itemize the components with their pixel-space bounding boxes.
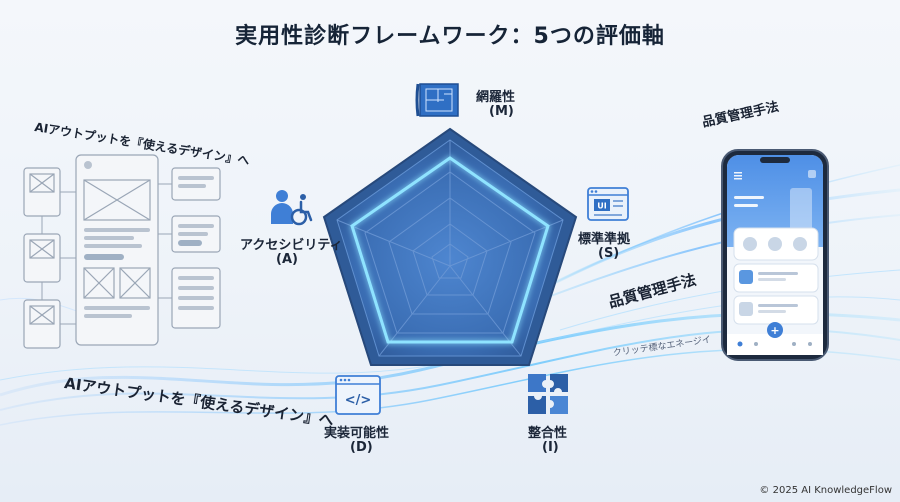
radar-chart bbox=[322, 127, 578, 366]
page-title: 実用性診断フレームワーク：5つの評価軸 bbox=[235, 24, 665, 49]
copyright: © 2025 AI KnowledgeFlow bbox=[759, 485, 892, 496]
axis-d-code: (D) bbox=[350, 440, 373, 455]
axis-m-code: (M) bbox=[489, 104, 514, 119]
axis-d: </> 実装可能性 (D) bbox=[318, 374, 408, 464]
axis-s-name: 標準準拠 bbox=[578, 232, 631, 247]
ui-window-icon: UI bbox=[587, 187, 629, 221]
axis-a-name: アクセシビリティ bbox=[240, 238, 343, 253]
axis-i-name: 整合性 bbox=[528, 426, 568, 441]
axis-m: 網羅性 (M) bbox=[414, 76, 554, 126]
smartphone-mockup: + bbox=[721, 149, 829, 361]
svg-text:+: + bbox=[770, 324, 779, 337]
svg-text:</>: </> bbox=[345, 393, 372, 408]
axis-a-code: (A) bbox=[276, 252, 298, 267]
blueprint-icon bbox=[415, 83, 459, 117]
axis-s: UI 標準準拠 (S) bbox=[566, 186, 666, 266]
puzzle-icon bbox=[528, 374, 568, 414]
axis-i: 整合性 (I) bbox=[520, 370, 580, 460]
axis-a: アクセシビリティ (A) bbox=[232, 188, 352, 268]
radar-score-outline bbox=[350, 156, 550, 344]
accessibility-icon bbox=[271, 190, 313, 226]
axis-s-code: (S) bbox=[598, 246, 620, 261]
wireframe-illustration bbox=[23, 154, 221, 349]
code-window-icon: </> bbox=[335, 375, 381, 415]
axis-d-name: 実装可能性 bbox=[324, 426, 390, 441]
axis-m-name: 網羅性 bbox=[476, 90, 516, 105]
axis-i-code: (I) bbox=[542, 440, 559, 455]
svg-text:UI: UI bbox=[597, 202, 606, 211]
